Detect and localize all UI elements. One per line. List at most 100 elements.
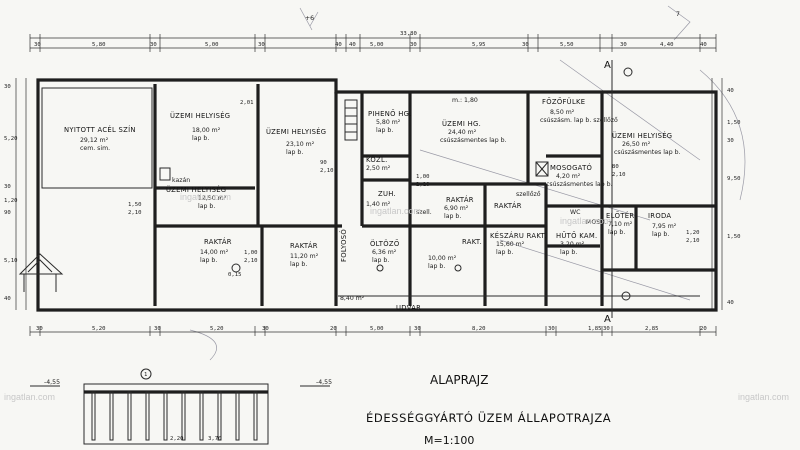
room-name: ÜZEMI HELYISÉG — [612, 131, 672, 140]
room-area: 12,50 m² — [198, 195, 227, 202]
room-name: ZUH. — [378, 190, 396, 198]
plan-subtitle: ÉDESSÉGGYÁRTÓ ÜZEM ÁLLAPOTRAJZA — [366, 409, 611, 425]
room-floor: lap b. — [376, 127, 393, 134]
dimension-top: 5,00 — [205, 42, 218, 48]
dimension-top: 5,80 — [92, 42, 105, 48]
dimension-right: 40 — [727, 300, 734, 306]
dimension-left: 5,20 — [4, 136, 17, 142]
section-marker-bottom: A — [604, 314, 611, 325]
dimension-left: 5,10 — [4, 258, 17, 264]
room-area: 26,50 m² — [622, 141, 651, 148]
small-label: m.: 1,80 — [452, 97, 478, 104]
detail-circle-label: 1 — [144, 372, 147, 378]
room-floor: lap b. — [192, 135, 209, 142]
opening-dim: 2,10 — [128, 210, 141, 216]
section-markers: A A — [604, 60, 613, 325]
elevation-post — [109, 391, 114, 441]
watermark: ingatlan.com — [560, 216, 611, 226]
dimension-top: 30 — [150, 42, 157, 48]
room-name: NYITOTT ACÉL SZÍN — [64, 125, 136, 134]
room-name: RAKTÁR — [446, 195, 474, 204]
dimension-bottom: 30 — [154, 326, 161, 332]
dimension-bottom: 30 — [36, 326, 43, 332]
room-area: 6,90 m² — [444, 205, 469, 212]
room-name: WC — [570, 209, 580, 216]
dimension-right: 1,50 — [727, 234, 740, 240]
room-area: 14,00 m² — [200, 249, 229, 256]
room-floor: lap b. — [428, 263, 445, 270]
title-block: ALAPRAJZ ÉDESSÉGGYÁRTÓ ÜZEM ÁLLAPOTRAJZA… — [366, 373, 611, 447]
dimension-right: 9,50 — [727, 176, 740, 182]
dimension-top: 40 — [700, 42, 707, 48]
opening-dim: 1,50 — [128, 202, 141, 208]
opening-dim: 90 — [320, 160, 327, 166]
room-name: RAKTÁR — [290, 241, 318, 250]
dimension-texts: 33,80 30 5,80 30 5,00 30 40 40 5,00 30 5… — [4, 31, 740, 332]
elevation-post — [181, 391, 186, 441]
vent-label: szellőző — [516, 189, 541, 198]
room-name: MOSD. — [586, 219, 607, 226]
fixtures — [159, 67, 633, 301]
dimension-left: 40 — [4, 296, 11, 302]
room-name: FŐZŐFÜLKE — [542, 97, 585, 106]
room-name: FOLYOSÓ — [339, 229, 348, 262]
room-name: PIHENŐ HG. — [368, 109, 412, 118]
room-name: IRODA — [648, 212, 671, 220]
watermarks: ingatlan.com ingatlan.com ingatlan.com i… — [4, 192, 789, 402]
boiler-label: kazán — [172, 176, 190, 184]
room-area: 11,20 m² — [290, 253, 319, 260]
opening-dim: 2,10 — [244, 258, 257, 264]
elevation-post — [217, 391, 222, 441]
dimension-bottom: 5,20 — [210, 326, 223, 332]
dimension-bottom: 5,20 — [92, 326, 105, 332]
opening-dim: 1,00 — [416, 174, 429, 180]
room-floor: lap b. — [286, 149, 303, 156]
dimension-top: 4,40 — [660, 42, 673, 48]
room-name: ELŐTÉR — [606, 211, 634, 220]
room-area: 4,20 m² — [556, 173, 581, 180]
detail-dim: 2,20 — [170, 436, 183, 442]
plan-scale: M=1:100 — [424, 434, 474, 447]
opening-dim: 1,00 — [244, 250, 257, 256]
dimension-bottom: 8,20 — [472, 326, 485, 332]
opening-dim: 2,10 — [612, 172, 625, 178]
room-floor: lap b. — [560, 249, 577, 256]
dimension-bottom: 30 — [548, 326, 555, 332]
courtyard-label: UDVAR — [396, 304, 421, 312]
elevation-post — [127, 391, 132, 441]
dimension-left: 1,20 — [4, 198, 17, 204]
dimension-right: 30 — [727, 138, 734, 144]
dimension-right: 1,50 — [727, 120, 740, 126]
room-floor: csúszásmentes lap b. — [614, 148, 681, 156]
room-area: 18,00 m² — [192, 127, 221, 134]
dimension-top: 5,00 — [370, 42, 383, 48]
dimension-bottom: 2,85 — [645, 326, 658, 332]
vent-label: szell. — [416, 209, 432, 216]
misc-dim: 0,15 — [228, 272, 241, 278]
watermark: ingatlan.com — [738, 392, 789, 402]
room-area: 24,40 m² — [448, 129, 477, 136]
room-floor: csúszásmentes lap b. — [546, 180, 613, 188]
room-floor: lap b. — [652, 231, 669, 238]
opening-dim: 2,10 — [686, 238, 699, 244]
elevation-label-right: -4,55 — [316, 379, 332, 386]
dimension-top: 5,95 — [472, 42, 485, 48]
room-name: KÉSZÁRU RAKT. — [490, 231, 547, 240]
roof-detail — [18, 253, 64, 292]
plan-title: ALAPRAJZ — [430, 373, 488, 387]
dimension-top: 40 — [349, 42, 356, 48]
room-floor: lap b. — [198, 203, 215, 210]
room-floor: lap b. — [444, 213, 461, 220]
dimension-bottom: 1,85 — [588, 326, 601, 332]
dimension-top: 5,50 — [560, 42, 573, 48]
dimension-total: 33,80 — [400, 31, 417, 37]
room-name: RAKTÁR — [494, 201, 522, 210]
elevation-label-left: -4,55 — [44, 379, 60, 386]
room-name: RAKT. — [462, 238, 482, 246]
room-name: ÖLTÖZŐ — [370, 239, 400, 248]
room-area: 2,50 m² — [366, 165, 391, 172]
dimension-bottom: 5,00 — [370, 326, 383, 332]
room-name: ÜZEMI HELYISÉG — [166, 185, 226, 194]
room-area: 6,36 m² — [372, 249, 397, 256]
